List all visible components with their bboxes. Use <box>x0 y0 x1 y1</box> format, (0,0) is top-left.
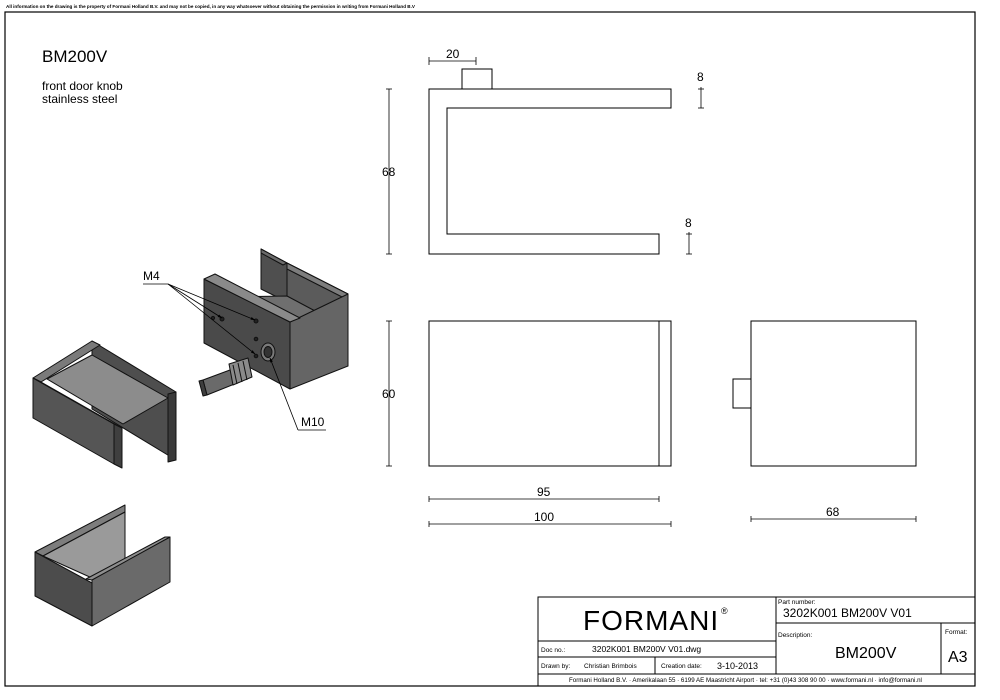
dim-flange-top <box>698 87 704 109</box>
drawn-by-value: Christian Brimbois <box>584 663 637 670</box>
dim-flange-top-label: 8 <box>697 70 704 84</box>
doc-no-value: 3202K001 BM200V V01.dwg <box>592 644 701 654</box>
isometric-u-bracket-left <box>32 340 177 469</box>
dim-top-width <box>428 57 477 65</box>
isometric-u-bracket-bottom <box>34 504 171 627</box>
brand-registered-mark: ® <box>721 606 728 616</box>
dim-length-total <box>428 521 672 527</box>
doc-no-label: Doc no.: <box>541 647 565 654</box>
dim-height-side <box>386 88 392 255</box>
dim-length-total-label: 100 <box>534 510 554 524</box>
creation-date-label: Creation date: <box>661 663 702 670</box>
callout-m4-leaders <box>143 283 256 355</box>
disclaimer-text: All information on the drawing is the pr… <box>6 4 416 9</box>
part-number-label: Part number: <box>778 599 816 606</box>
part-number-value: 3202K001 BM200V V01 <box>783 606 912 620</box>
dim-front-height <box>386 320 392 467</box>
creation-date-value: 3-10-2013 <box>717 661 758 671</box>
dim-side-width-label: 68 <box>826 505 840 519</box>
side-view <box>732 320 917 467</box>
dim-length-inner <box>428 496 660 502</box>
brand-logo: FORMANI <box>583 605 719 636</box>
dim-side-width <box>750 516 917 522</box>
isometric-knob-mounting-block <box>198 248 349 397</box>
callout-m10-label: M10 <box>301 415 325 429</box>
drawn-by-label: Drawn by: <box>541 663 570 670</box>
description-value: BM200V <box>835 645 897 662</box>
callout-m4-label: M4 <box>143 269 160 283</box>
dim-top-width-label: 20 <box>446 47 460 61</box>
callout-m10-leader <box>269 357 326 431</box>
product-description-1: front door knob <box>42 79 123 93</box>
dim-height-side-label: 68 <box>382 165 396 179</box>
format-value: A3 <box>948 649 968 666</box>
product-code: BM200V <box>42 47 108 66</box>
dim-front-height-label: 60 <box>382 387 396 401</box>
dim-length-inner-label: 95 <box>537 485 551 499</box>
product-description-2: stainless steel <box>42 92 117 106</box>
dim-flange-bottom <box>686 232 692 255</box>
title-block <box>537 596 976 687</box>
top-view-profile <box>428 68 672 255</box>
footer-address: Formani Holland B.V. · Amerikalaan 55 · … <box>569 677 922 684</box>
format-label: Format: <box>945 629 968 636</box>
dim-flange-bottom-label: 8 <box>685 216 692 230</box>
description-label: Description: <box>778 632 813 639</box>
drawing-border <box>4 11 976 687</box>
front-view <box>428 320 672 467</box>
